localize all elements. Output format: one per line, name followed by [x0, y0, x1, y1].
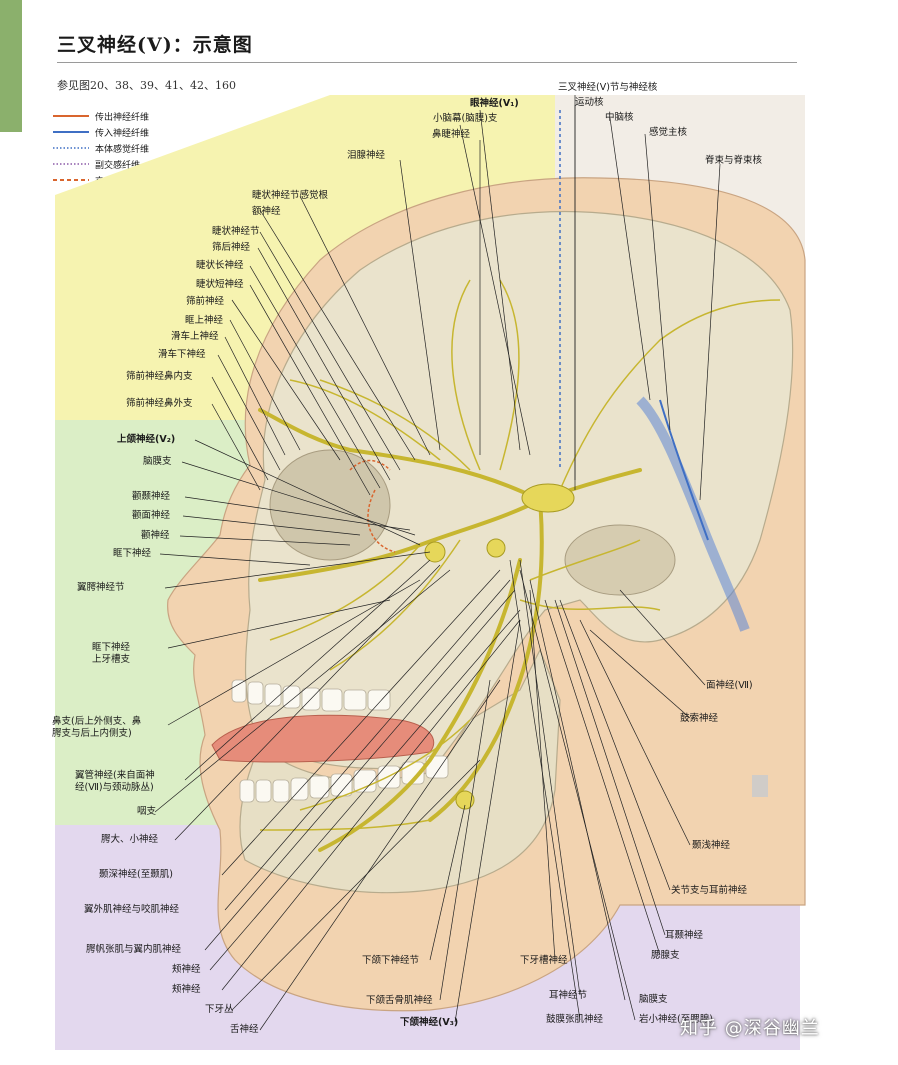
label-facial-nerve: 面神经(Ⅶ) — [706, 680, 753, 691]
legend-label: 传出神经纤维 — [95, 112, 150, 123]
label-mandibular-nerve: 下颌神经(V₃) — [400, 1017, 459, 1028]
label-pterygopalatine-ganglion: 翼腭神经节 — [77, 582, 125, 593]
label-maxillary-nerve: 上颌神经(V₂) — [117, 434, 176, 445]
page-side-tab — [0, 0, 22, 132]
label-tentorial-branch: 小脑幕(脑膜)支 — [433, 113, 498, 124]
label-zygomaticofacial: 颧面神经 — [132, 510, 171, 521]
lower-teeth — [239, 755, 449, 803]
pterygopalatine-ganglion — [424, 541, 446, 563]
label-principal-sensory-nucleus: 感觉主核 — [649, 127, 688, 138]
label-meningeal-branch-2: 脑膜支 — [639, 994, 668, 1005]
legend-label: 本体感觉纤维 — [95, 144, 150, 155]
label-spinal-tract-nucleus: 脊束与脊束核 — [705, 155, 763, 166]
label-buccal-nerve: 颊神经 — [172, 964, 201, 975]
label-articular-anterior-auricular: 关节支与耳前神经 — [671, 885, 748, 896]
label-infraorbital: 眶下神经 — [113, 548, 152, 559]
orbit — [269, 449, 391, 561]
label-superficial-temporal: 颞浅神经 — [692, 840, 731, 851]
otic-ganglion — [486, 538, 506, 558]
label-infratrochlear: 滑车下神经 — [158, 349, 206, 360]
label-nasal-branches: 鼻支(后上外侧支、鼻 腭支与后上内侧支) — [52, 716, 142, 739]
legend-item: 本体感觉纤维 — [53, 140, 149, 156]
tongue — [211, 714, 435, 763]
trigeminal-ganglion — [521, 483, 575, 513]
label-chorda-tympani: 鼓索神经 — [680, 713, 719, 724]
efferent-line-swatch — [53, 115, 89, 117]
label-tensor-medial-pterygoid: 腭帆张肌与翼内肌神经 — [86, 944, 182, 955]
sympathetic-fibers — [349, 459, 391, 471]
label-nasociliary-nerve: 鼻睫神经 — [432, 129, 471, 140]
parasympathetic-line-swatch — [53, 163, 89, 165]
spinal-tract — [659, 399, 709, 541]
label-anterior-ethmoidal: 筛前神经 — [186, 296, 225, 307]
label-infraorbital-alveolar: 眶下神经 上牙槽支 — [92, 642, 131, 665]
proprioceptive-line-swatch — [53, 147, 89, 149]
label-lingual-nerve: 舌神经 — [230, 1024, 259, 1035]
label-supratrochlear: 滑车上神经 — [171, 331, 219, 342]
legend-item: 副交感纤维 — [53, 156, 149, 172]
label-posterior-ethmoidal: 筛后神经 — [212, 242, 251, 253]
label-deep-temporal: 颞深神经(至颞肌) — [99, 869, 173, 880]
label-ciliary-ganglion: 睫状神经节 — [212, 226, 260, 237]
parasympathetic-fibers — [367, 489, 396, 553]
leader-lines — [154, 95, 721, 1031]
label-palatine-nerves: 腭大、小神经 — [101, 834, 159, 845]
label-meningeal-branch: 脑膜支 — [143, 456, 172, 467]
submandibular-ganglion — [455, 790, 475, 810]
watermark: 知乎 @深谷幽兰 — [680, 1018, 820, 1039]
label-lesser-petrosal: 岩小神经(至腮腺) — [639, 1014, 713, 1025]
label-lateral-pterygoid-masseteric: 翼外肌神经与咬肌神经 — [84, 904, 180, 915]
temporal-fossa — [564, 524, 676, 596]
label-inferior-alveolar: 下牙槽神经 — [520, 955, 568, 966]
label-mylohyoid-nerve: 下颌舌骨肌神经 — [366, 995, 433, 1006]
label-frontal-nerve: 额神经 — [252, 206, 281, 217]
label-long-ciliary: 睫状长神经 — [196, 260, 244, 271]
label-mesencephalic-nucleus: 中脑核 — [605, 112, 634, 123]
label-ophthalmic-nerve: 眼神经(V₁) — [470, 98, 519, 109]
title-divider — [57, 62, 797, 63]
label-short-ciliary: 睫状短神经 — [196, 279, 244, 290]
label-zygomaticotemporal: 颧颞神经 — [132, 491, 171, 502]
sympathetic-line-swatch — [53, 179, 89, 181]
legend-label: 传入神经纤维 — [95, 128, 150, 139]
label-buccal-nerve-2: 颊神经 — [172, 984, 201, 995]
upper-teeth — [231, 679, 391, 712]
blur-patch — [752, 775, 768, 797]
label-lacrimal-nerve: 泪腺神经 — [347, 150, 386, 161]
label-pharyngeal-branch: 咽支 — [137, 806, 157, 817]
label-internal-nasal: 筛前神经鼻内支 — [126, 371, 193, 382]
label-auriculotemporal: 耳颞神经 — [665, 930, 704, 941]
label-otic-ganglion: 耳神经节 — [549, 990, 588, 1001]
legend-label: 副交感纤维 — [95, 160, 141, 171]
label-parotid-branch: 腮腺支 — [651, 950, 680, 961]
label-ciliary-sensory-root: 睫状神经节感觉根 — [252, 190, 329, 201]
nerve-branches — [259, 279, 781, 831]
label-inferior-dental-plexus: 下牙丛 — [205, 1004, 234, 1015]
label-motor-nucleus: 运动核 — [575, 97, 604, 108]
legend-item: 传出神经纤维 — [53, 108, 149, 124]
label-tensor-tympani: 鼓膜张肌神经 — [546, 1014, 604, 1025]
figure-title: 三叉神经(Ⅴ)：示意图 — [57, 34, 253, 56]
label-submandibular-ganglion: 下颌下神经节 — [362, 955, 420, 966]
label-supraorbital: 眶上神经 — [185, 315, 224, 326]
afferent-line-swatch — [53, 131, 89, 133]
figure-reference: 参见图20、38、39、41、42、160 — [57, 79, 236, 92]
label-pterygoid-canal: 翼管神经(来自面神 经(Ⅶ)与颈动脉丛) — [75, 770, 155, 793]
label-external-nasal: 筛前神经鼻外支 — [126, 398, 193, 409]
legend-item: 传入神经纤维 — [53, 124, 149, 140]
label-trigeminal-ganglion-nuclei: 三叉神经(V)节与神经核 — [558, 82, 658, 93]
label-zygomatic-nerve: 颧神经 — [141, 530, 170, 541]
